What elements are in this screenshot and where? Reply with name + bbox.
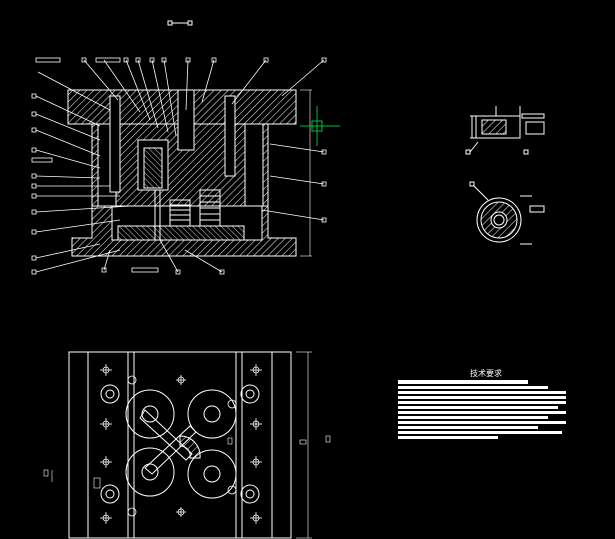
crosshair-cursor-icon — [300, 106, 340, 146]
technical-notes-title: 技术要求 — [470, 369, 502, 378]
technical-notes — [398, 380, 566, 439]
mold-plan-view — [43, 351, 331, 539]
mold-section-view — [31, 57, 327, 275]
part-side-view — [465, 106, 545, 155]
part-front-view — [469, 181, 545, 245]
title-tag — [167, 20, 193, 26]
